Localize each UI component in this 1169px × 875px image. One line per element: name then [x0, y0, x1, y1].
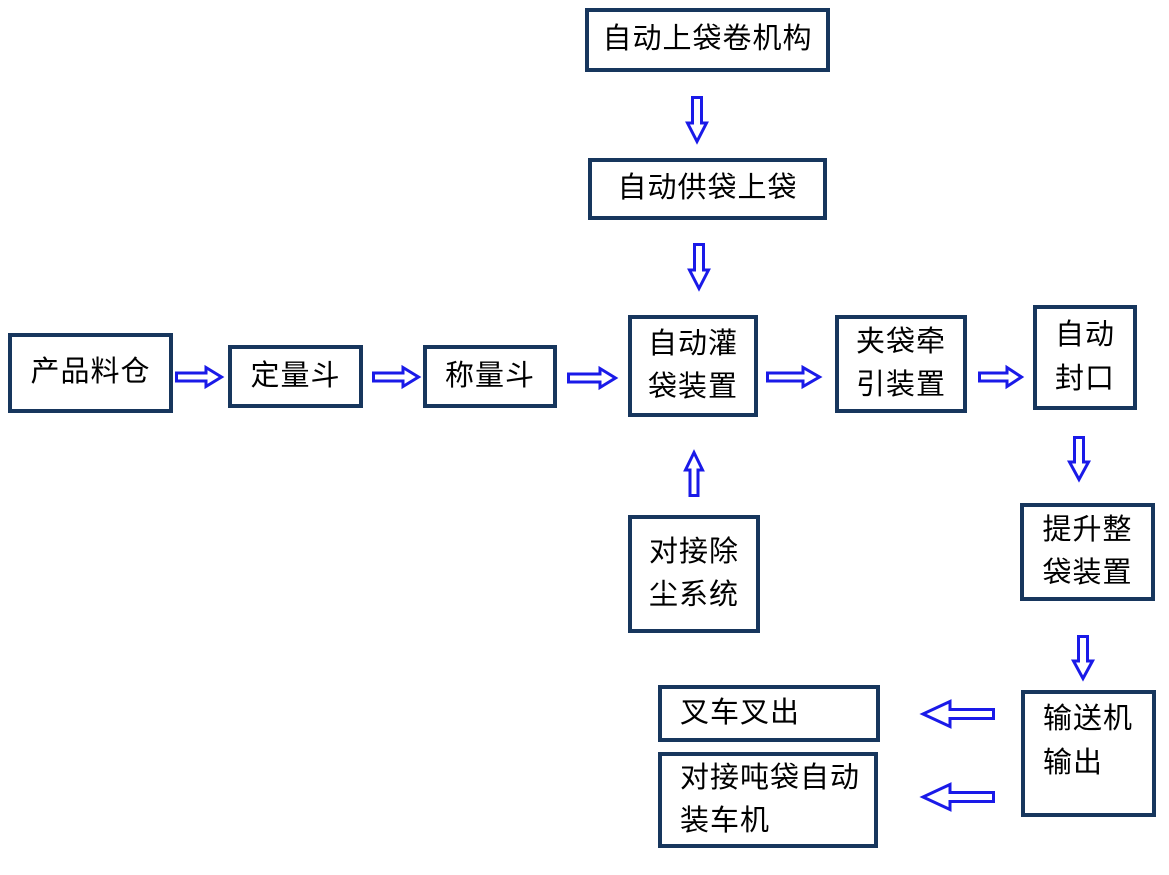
node-bag-clamp-traction: 夹袋牵 引装置 [835, 315, 967, 413]
node-conveyor-output: 输送机 输出 [1021, 690, 1156, 817]
node-forklift-out: 叉车叉出 [658, 685, 880, 742]
node-label: 夹袋牵 引装置 [855, 325, 946, 402]
flow-arrow-right-icon [766, 364, 823, 390]
flow-arrow-right-icon [567, 365, 619, 391]
node-label: 输送机 输出 [1043, 703, 1134, 779]
node-weighing-hopper: 称量斗 [423, 345, 557, 408]
node-label: 称量斗 [444, 359, 535, 392]
node-auto-sealing: 自动 封口 [1033, 305, 1137, 410]
node-ton-bag-loader: 对接吨袋自动 装车机 [658, 752, 878, 848]
node-label: 提升整 袋装置 [1042, 513, 1133, 590]
node-bag-lifting: 提升整 袋装置 [1020, 503, 1155, 601]
node-label: 自动供袋上袋 [617, 172, 798, 205]
flow-arrow-down-icon [687, 243, 711, 292]
flow-arrow-down-icon [1070, 635, 1096, 682]
node-label: 叉车叉出 [680, 696, 801, 729]
node-label: 自动灌 袋装置 [647, 327, 738, 404]
node-bag-roll-mechanism: 自动上袋卷机构 [585, 8, 830, 72]
node-label: 自动上袋卷机构 [602, 23, 813, 56]
node-label: 对接吨袋自动 装车机 [680, 761, 861, 838]
node-bag-supply: 自动供袋上袋 [588, 158, 827, 220]
node-label: 产品料仓 [30, 356, 151, 389]
flow-arrow-down-icon [1066, 436, 1092, 483]
flow-arrow-right-icon [372, 364, 422, 390]
node-dust-removal: 对接除 尘系统 [628, 515, 760, 633]
node-label: 对接除 尘系统 [648, 535, 739, 612]
flow-arrow-down-icon [685, 96, 709, 145]
flow-arrow-left-icon [919, 782, 995, 812]
node-product-silo: 产品料仓 [8, 333, 173, 413]
node-label: 自动 封口 [1054, 319, 1115, 395]
node-dosing-hopper: 定量斗 [228, 345, 363, 408]
flow-arrow-left-icon [919, 699, 995, 729]
flow-arrow-right-icon [175, 364, 225, 390]
flow-arrow-up-icon [683, 449, 705, 497]
node-label: 定量斗 [250, 359, 341, 392]
node-filling-device: 自动灌 袋装置 [628, 315, 758, 417]
flow-arrow-right-icon [978, 364, 1025, 390]
